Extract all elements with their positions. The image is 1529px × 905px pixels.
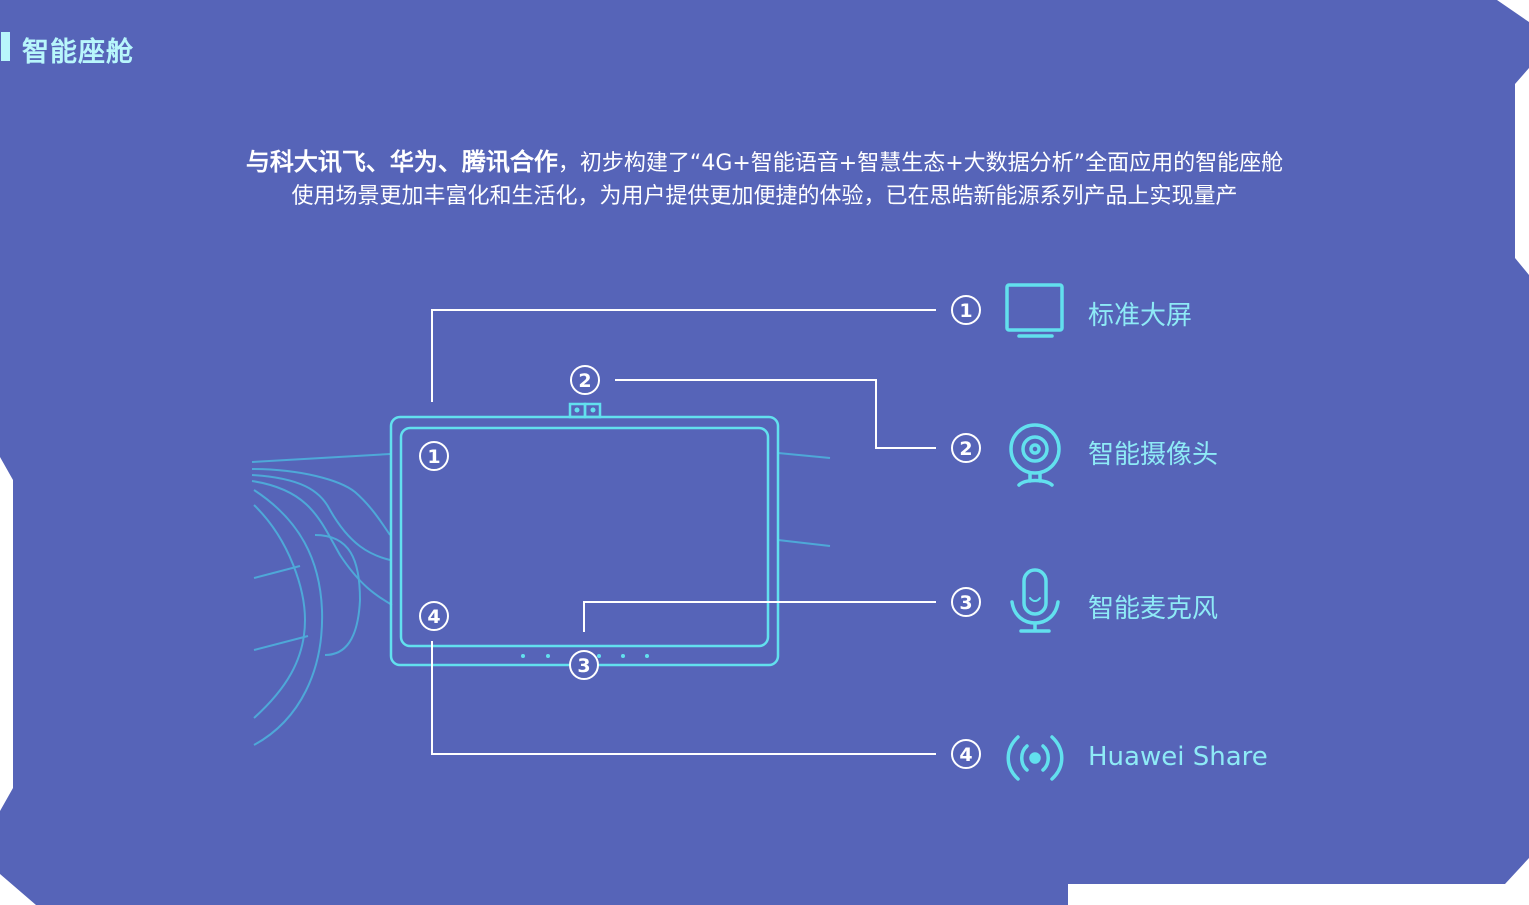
- title-accent-bar: [1, 32, 10, 61]
- feature-marker-2: 2: [951, 433, 981, 463]
- svg-text:3: 3: [959, 592, 972, 614]
- feature-label-smart-microphone: 智能麦克风: [1088, 594, 1219, 624]
- camera-lens: [590, 407, 596, 413]
- partners-text: 与科大讯飞、华为、腾讯合作: [245, 148, 558, 176]
- intro-line-2: 使用场景更加丰富化和生活化，为用户提供更加便捷的体验，已在思皓新能源系列产品上实…: [291, 184, 1238, 209]
- svg-text:2: 2: [578, 370, 591, 392]
- svg-text:4: 4: [427, 606, 440, 628]
- leader-lines: [431, 309, 936, 755]
- leader-line-4: [431, 641, 936, 755]
- dashboard-outline: [251, 452, 831, 746]
- microphone-icon: [1010, 568, 1060, 633]
- camera-lens: [574, 407, 580, 413]
- webcam-icon: [1009, 423, 1061, 487]
- intro-line-1-rest: ，初步构建了“4G+智能语音+智慧生态+大数据分析”全面应用的智能座舱: [557, 151, 1284, 176]
- mic-hole: [546, 654, 550, 658]
- svg-text:3: 3: [577, 655, 590, 677]
- circled-markers: 1 4 2 3 1 2 3 4: [419, 295, 981, 769]
- mic-hole: [597, 654, 601, 658]
- marker-3: 3: [569, 650, 599, 680]
- feature-marker-1: 1: [951, 295, 981, 325]
- wireless-signal-icon: [1006, 735, 1064, 781]
- intro-line-1: 与科大讯飞、华为、腾讯合作，初步构建了“4G+智能语音+智慧生态+大数据分析”全…: [0, 142, 1529, 177]
- mic-hole: [621, 654, 625, 658]
- feature-label-standard-screen: 标准大屏: [1088, 301, 1193, 331]
- feature-marker-4: 4: [951, 739, 981, 769]
- svg-text:1: 1: [959, 300, 972, 322]
- leader-line-3: [583, 601, 936, 632]
- marker-4: 4: [419, 601, 449, 631]
- mic-hole: [521, 654, 525, 658]
- camera-housing-right: [583, 402, 602, 419]
- feature-label-smart-camera: 智能摄像头: [1088, 440, 1219, 470]
- feature-marker-3: 3: [951, 587, 981, 617]
- leader-line-1: [431, 309, 936, 402]
- svg-text:1: 1: [427, 446, 440, 468]
- svg-text:4: 4: [959, 744, 972, 766]
- feature-label-huawei-share: Huawei Share: [1088, 742, 1268, 772]
- svg-text:2: 2: [959, 438, 972, 460]
- marker-1: 1: [419, 441, 449, 471]
- leader-line-2: [615, 379, 936, 449]
- monitor-icon: [1005, 283, 1064, 338]
- device-dots: [521, 407, 649, 658]
- mic-hole: [645, 654, 649, 658]
- screen-display: [399, 426, 770, 648]
- marker-2: 2: [570, 365, 600, 395]
- section-title: 智能座舱: [22, 37, 134, 68]
